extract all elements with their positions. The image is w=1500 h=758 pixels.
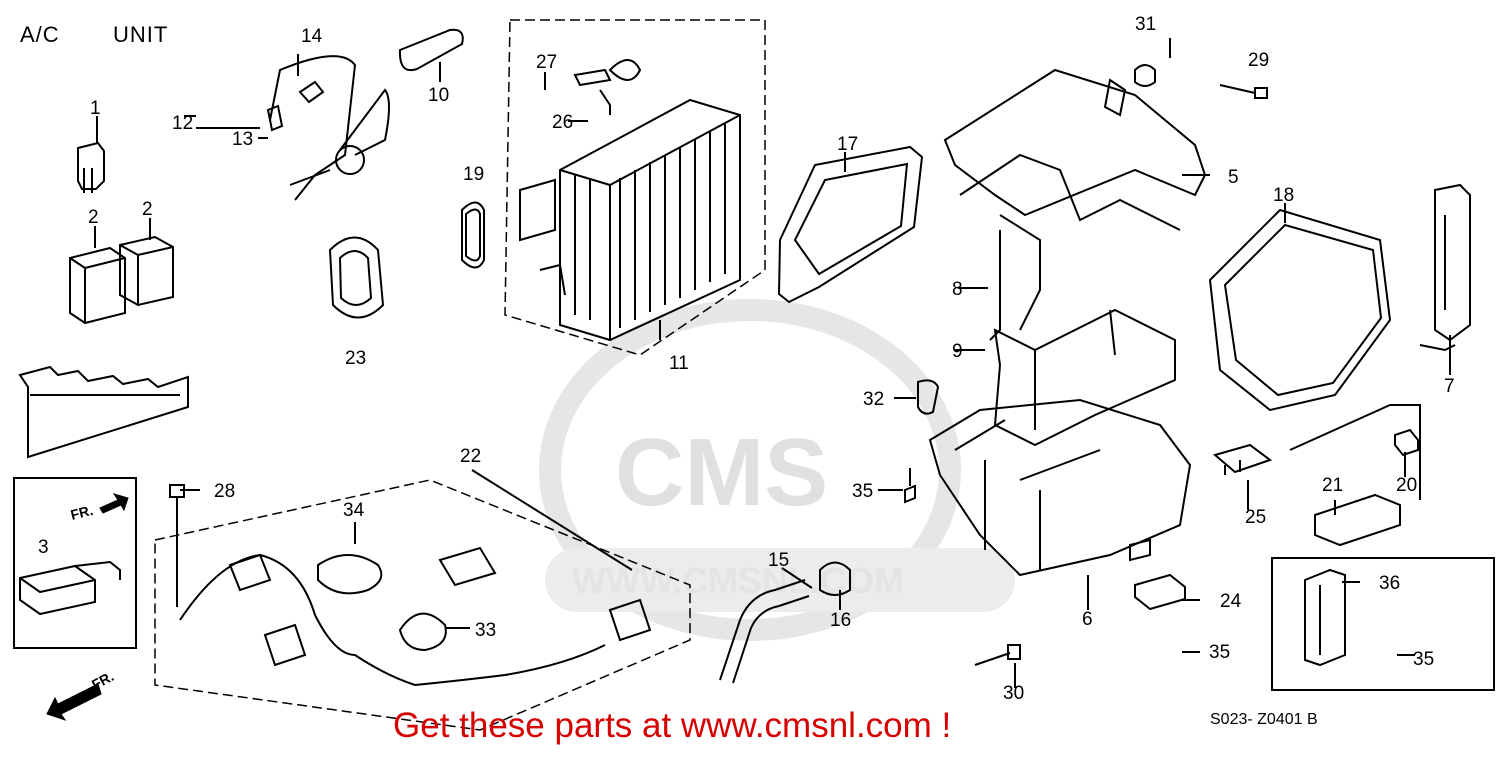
switch-part-3	[19, 560, 121, 616]
evaporator-group-frame	[504, 19, 766, 356]
upper-case-part-5	[943, 68, 1207, 341]
watermark-brand: CMS	[615, 419, 828, 526]
middle-case-part-9	[993, 308, 1176, 447]
callout-6: 6	[1082, 609, 1093, 630]
door-part-7	[1419, 183, 1471, 352]
callout-10: 10	[428, 85, 449, 106]
page-title: UNIT	[113, 22, 169, 47]
callout-8: 8	[952, 279, 963, 300]
connector-part-25	[1212, 443, 1273, 475]
seal-part-17	[777, 145, 924, 304]
callout-15: 15	[768, 550, 789, 571]
callout-9: 9	[952, 341, 963, 362]
callout-23: 23	[345, 348, 366, 369]
callout-2a: 2	[88, 207, 99, 228]
promo-link[interactable]: Get these parts at www.cmsnl.com !	[393, 706, 952, 745]
bracket-part-24	[1134, 573, 1186, 611]
callout-34: 34	[343, 500, 365, 521]
callout-29: 29	[1248, 50, 1269, 71]
callout-3: 3	[38, 537, 49, 558]
callout-18: 18	[1273, 185, 1294, 206]
clamp-part-33	[398, 612, 447, 652]
callout-20: 20	[1396, 475, 1417, 496]
callout-19: 19	[463, 164, 484, 185]
callout-28: 28	[214, 481, 235, 502]
callout-35a: 35	[852, 481, 873, 502]
thermostat-part-21	[1314, 493, 1401, 547]
gasket-part-19	[461, 201, 485, 269]
callout-30: 30	[1003, 683, 1024, 704]
front-direction-arrow-main: FR.	[46, 668, 116, 721]
callout-36: 36	[1379, 573, 1400, 594]
callout-27: 27	[536, 52, 557, 73]
callout-21: 21	[1322, 475, 1343, 496]
drain-hose-part-15	[719, 579, 810, 684]
relay-part-2	[69, 235, 174, 325]
callout-numbers: 1 2 2 3 5 6 7 8 9 10 11 12 13 14 15 16 1…	[38, 14, 1455, 704]
callout-16: 16	[830, 610, 851, 631]
callout-17: 17	[837, 134, 858, 155]
section-label: A/C	[20, 22, 60, 47]
callout-12: 12	[172, 113, 193, 134]
callout-1: 1	[90, 98, 101, 119]
harness-group-frame	[154, 479, 691, 731]
sensor-part-27	[573, 59, 642, 115]
fuse-box-part	[18, 365, 189, 459]
callout-35c: 35	[1413, 649, 1434, 670]
inset-frame-right	[1271, 557, 1495, 691]
svg-text:FR.: FR.	[69, 502, 95, 523]
callout-7: 7	[1444, 376, 1455, 397]
relay-clip-part-1	[77, 141, 105, 193]
sensor-part-20	[1289, 404, 1421, 500]
callout-22: 22	[460, 446, 481, 467]
callout-31: 31	[1135, 14, 1156, 35]
watermark: CMS WWW.CMSNL.COM	[539, 299, 1015, 641]
inset-frame-left	[13, 477, 137, 649]
callout-13: 13	[232, 129, 253, 150]
callout-5: 5	[1228, 167, 1239, 188]
clamp-part-34	[317, 554, 383, 595]
bolt-part-30	[974, 644, 1021, 666]
grommet-part-16	[819, 561, 851, 596]
lower-case-part-6	[928, 398, 1192, 577]
watermark-site: WWW.CMSNL.COM	[572, 560, 904, 601]
wire-harness-part-22	[179, 546, 652, 687]
diagram-code: S023- Z0401 B	[1210, 711, 1318, 728]
callout-32: 32	[863, 389, 884, 410]
callout-24: 24	[1220, 591, 1242, 612]
callout-26: 26	[552, 112, 573, 133]
expansion-valve-part-12	[266, 55, 390, 201]
seal-part-18	[1208, 208, 1392, 412]
front-direction-arrow-inset: FR.	[69, 493, 129, 523]
callout-35b: 35	[1209, 642, 1230, 663]
screw-part-35	[904, 468, 916, 504]
insulator-part-10	[398, 28, 464, 72]
nut-part-31	[1134, 64, 1156, 87]
evaporator-core-part-11	[519, 98, 741, 342]
callout-33: 33	[475, 620, 496, 641]
bracket-part-36	[1304, 568, 1346, 667]
bolt-part-29	[1219, 84, 1268, 99]
bolt-part-28	[169, 484, 185, 607]
callout-2b: 2	[142, 199, 153, 220]
callout-25: 25	[1245, 507, 1266, 528]
callout-11: 11	[669, 353, 689, 374]
callout-14: 14	[301, 26, 323, 47]
clip-part-32	[917, 379, 940, 415]
grommet-part-23	[328, 236, 385, 319]
